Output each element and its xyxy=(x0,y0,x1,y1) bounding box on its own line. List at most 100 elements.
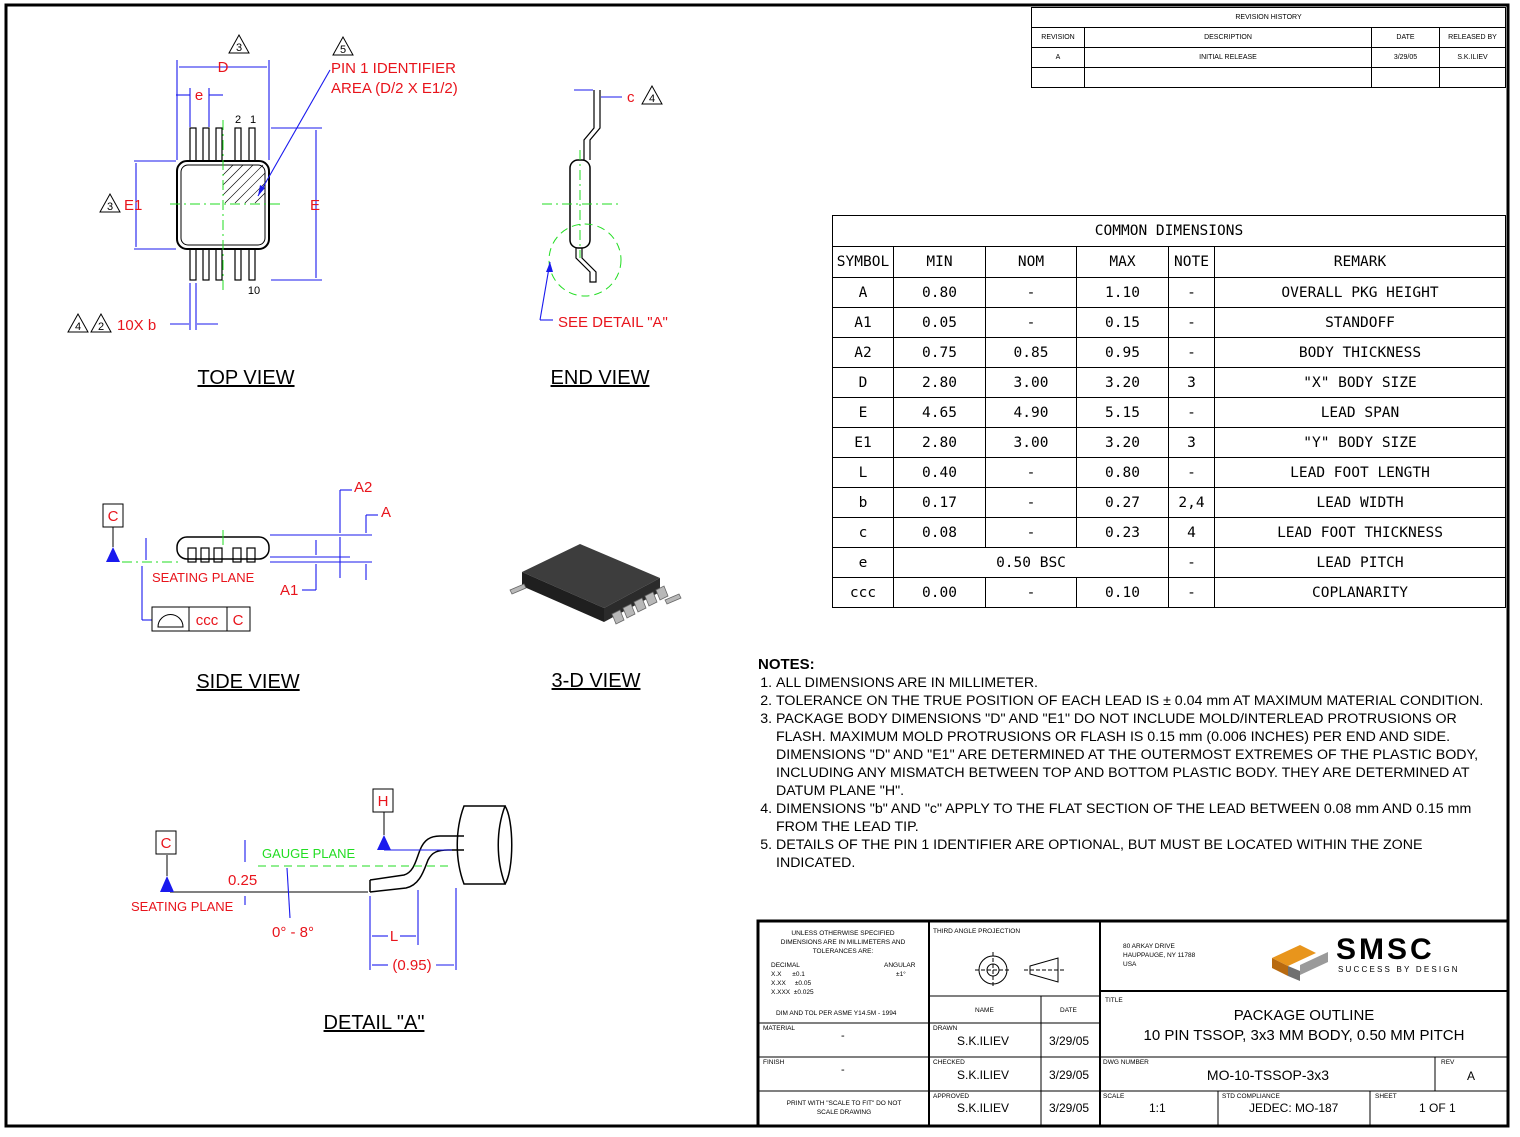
top-view: 3 5 3 4 2 D e E1 E 2 1 10 PIN 1 IDENTIFI… xyxy=(67,33,458,389)
dim-cell-symbol: E xyxy=(832,397,894,428)
dim-cell-symbol: A2 xyxy=(832,337,894,368)
dim-cell-max: 1.10 xyxy=(1076,277,1169,308)
dim-cell-symbol: A xyxy=(832,277,894,308)
revision-history-title: REVISION HISTORY xyxy=(1031,7,1506,28)
note-item: DIMENSIONS "b" AND "c" APPLY TO THE FLAT… xyxy=(776,800,1498,836)
dim-cell-max: 0.10 xyxy=(1076,577,1169,608)
rev-header-revision: REVISION xyxy=(1031,27,1085,48)
dim-d-label: D xyxy=(218,59,229,76)
top-view-title: TOP VIEW xyxy=(197,367,294,389)
gauge-plane-label: GAUGE PLANE xyxy=(262,846,356,861)
dim-cell-remark: "Y" BODY SIZE xyxy=(1214,427,1506,458)
dim-cell-remark: "X" BODY SIZE xyxy=(1214,367,1506,398)
ccc-frame xyxy=(151,606,251,632)
datum-h-marker xyxy=(377,835,391,850)
dim-cell-nom: 3.00 xyxy=(985,367,1077,398)
checked-name: S.K.ILIEV xyxy=(957,1068,1010,1082)
note-triangle-2 xyxy=(90,312,112,333)
angular-label: ANGULAR xyxy=(884,962,916,969)
dim-cell-note: - xyxy=(1168,397,1215,428)
dim-cell-remark: STANDOFF xyxy=(1214,307,1506,338)
dim-cell-min: 0.40 xyxy=(893,457,986,488)
dim-cell-nom: 4.90 xyxy=(985,397,1077,428)
dim-cell-max: 0.80 xyxy=(1076,457,1169,488)
datum-h-label: H xyxy=(378,793,389,810)
rev-header-released-by: RELEASED BY xyxy=(1439,27,1506,48)
std-compliance-value: JEDEC: MO-187 xyxy=(1249,1101,1339,1115)
datum-c-box xyxy=(102,503,124,528)
pin1-leader xyxy=(257,69,331,197)
drawn-name: S.K.ILIEV xyxy=(957,1034,1010,1048)
pin-10-label: 10 xyxy=(248,285,260,297)
end-view-title: END VIEW xyxy=(551,367,650,389)
tri-3-label: 3 xyxy=(236,42,242,54)
chip-top xyxy=(522,544,660,608)
rev-cell: INITIAL RELEASE xyxy=(1084,47,1372,68)
tol-x: X.X ±0.1 xyxy=(771,971,805,978)
dim-cell-min: 0.50 BSC xyxy=(893,547,1169,578)
address-line-3: USA xyxy=(1123,961,1137,968)
notes-heading: NOTES: xyxy=(758,656,815,673)
tolerances-heading: UNLESS OTHERWISE SPECIFIED DIMENSIONS AR… xyxy=(780,930,906,955)
end-tri-4-label: 4 xyxy=(649,93,655,105)
projection-label: THIRD ANGLE PROJECTION xyxy=(933,928,1021,935)
title-block-frame xyxy=(756,919,1510,1128)
address-line-2: HAUPPAUGE, NY 11788 xyxy=(1123,952,1196,959)
detail-a-circle xyxy=(548,223,622,297)
dim-cell-note: - xyxy=(1168,337,1215,368)
bottom-leads xyxy=(189,248,256,281)
profile-surface-icon xyxy=(157,614,184,628)
approved-name: S.K.ILIEV xyxy=(957,1101,1010,1115)
dim-cell-nom: - xyxy=(985,277,1077,308)
dim-cell-note: 4 xyxy=(1168,517,1215,548)
note-triangle-3b xyxy=(99,192,121,213)
dim-cell-min: 0.75 xyxy=(893,337,986,368)
dim-cell-min: 0.80 xyxy=(893,277,986,308)
dim-header-min: MIN xyxy=(893,246,986,278)
print-note: PRINT WITH "SCALE TO FIT" DO NOT SCALE D… xyxy=(786,1100,902,1116)
detail-seating-label: SEATING PLANE xyxy=(131,899,234,914)
dim-cell-max: 0.95 xyxy=(1076,337,1169,368)
dim-cell-note: - xyxy=(1168,577,1215,608)
pin1-area-hatch xyxy=(222,164,266,204)
rev-cell: S.K.ILIEV xyxy=(1439,47,1506,68)
dim-header-note: NOTE xyxy=(1168,246,1215,278)
dim-header-nom: NOM xyxy=(985,246,1077,278)
dim-cell-symbol: e xyxy=(832,547,894,578)
dim-cell-nom: - xyxy=(985,457,1077,488)
smsc-tagline: SUCCESS BY DESIGN xyxy=(1338,965,1460,974)
dim-e-label: E xyxy=(310,197,320,214)
dim-cell-nom: - xyxy=(985,517,1077,548)
dim-cell-nom: 0.85 xyxy=(985,337,1077,368)
dim-cell-symbol: A1 xyxy=(832,307,894,338)
top-leads xyxy=(189,127,256,162)
dim-e1-label: E1 xyxy=(124,197,142,214)
dim-cell-max: 3.20 xyxy=(1076,427,1169,458)
note-item: PACKAGE BODY DIMENSIONS "D" AND "E1" DO … xyxy=(776,710,1498,800)
three-d-view: 3-D VIEW xyxy=(509,544,682,692)
note-triangle-4 xyxy=(67,312,89,333)
side-view-title: SIDE VIEW xyxy=(196,671,299,693)
dim-cell-min: 0.17 xyxy=(893,487,986,518)
rev-header-date: DATE xyxy=(1371,27,1440,48)
checked-date: 3/29/05 xyxy=(1049,1068,1090,1082)
dim-l-label: L xyxy=(390,928,398,945)
dim-cell-remark: OVERALL PKG HEIGHT xyxy=(1214,277,1506,308)
datum-c-label: C xyxy=(108,508,119,525)
dim-cell-remark: LEAD PITCH xyxy=(1214,547,1506,578)
revision-history-table: REVISION HISTORY REVISION DESCRIPTION DA… xyxy=(1031,7,1506,88)
dim-a-label: A xyxy=(381,504,391,521)
dim-cell-symbol: L xyxy=(832,457,894,488)
dim-tol-standard: DIM AND TOL PER ASME Y14.5M - 1994 xyxy=(776,1010,897,1017)
dim-cell-max: 0.27 xyxy=(1076,487,1169,518)
notes-section: NOTES: ALL DIMENSIONS ARE IN MILLIMETER.… xyxy=(758,656,1498,872)
dim-header-max: MAX xyxy=(1076,246,1169,278)
end-tri-4 xyxy=(641,84,663,105)
title-label: TITLE xyxy=(1105,997,1123,1004)
dim-header-symbol: SYMBOL xyxy=(832,246,894,278)
dim-cell-note: - xyxy=(1168,277,1215,308)
material-value: - xyxy=(841,1030,845,1042)
